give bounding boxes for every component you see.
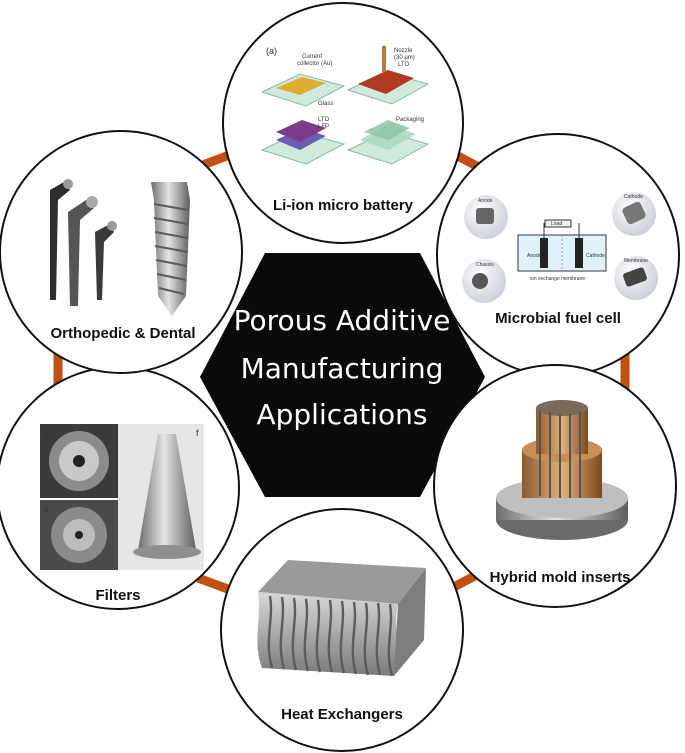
mold-label: Hybrid mold inserts (490, 569, 631, 586)
node-heat-exchangers: Heat Exchangers (220, 508, 464, 752)
mold-image (496, 400, 628, 540)
callout-nozzle-1: Nozzle (394, 48, 413, 54)
callout-current-1: Current (302, 54, 322, 60)
fc-membrane: Membrane (624, 258, 648, 264)
fc-cathode-chamber: Cathode (586, 253, 605, 259)
fc-chassis: Chassis (476, 262, 494, 268)
node-microbial-fuel-cell: Anode Cathode Chassis Membrane Load Anod… (436, 133, 680, 377)
battery-panel-tag: (a) (266, 46, 277, 56)
callout-nozzle-2: (30 µm) (394, 55, 415, 61)
center-hexagon: Porous Additive Manufacturing Applicatio… (200, 253, 485, 497)
callout-packaging: Packaging (396, 117, 424, 123)
fuel-cell-label: Microbial fuel cell (495, 310, 621, 327)
heat-exchanger-image (257, 560, 426, 677)
filter-tag-f: f (196, 428, 199, 438)
orthopedic-image (50, 179, 190, 316)
callout-current-2: collector (Au) (297, 61, 332, 67)
battery-image (260, 46, 430, 165)
filters-label: Filters (95, 587, 140, 604)
filters-image (40, 424, 204, 570)
callout-lfp: LFP (318, 124, 329, 130)
center-title-line3: Applications (256, 398, 427, 431)
fc-ion-membrane: ion exchange membrane (530, 276, 585, 282)
node-li-ion-battery: (a) Current collector (Au) Glass Nozzle … (222, 2, 464, 244)
fuel-cell-image (462, 192, 658, 303)
node-orthopedic-dental: Orthopedic & Dental (0, 130, 243, 374)
center-title-line2: Manufacturing (241, 352, 444, 385)
ortho-label: Orthopedic & Dental (50, 325, 195, 342)
callout-lto-top: LTO (398, 62, 409, 68)
battery-label: Li-ion micro battery (273, 197, 414, 214)
fc-anode: Anode (478, 198, 493, 204)
fc-load: Load (551, 221, 562, 227)
callout-lto: LTO (318, 117, 329, 123)
fc-anode-chamber: Anode (527, 253, 542, 259)
filter-tag-e: e (44, 504, 49, 514)
heat-label: Heat Exchangers (281, 706, 403, 723)
center-title-line1: Porous Additive (234, 304, 451, 337)
node-hybrid-mold-inserts: Hybrid mold inserts (433, 364, 677, 608)
node-filters: d e f Filters (0, 366, 240, 610)
callout-glass: Glass (318, 101, 333, 107)
filter-tag-d: d (44, 428, 49, 438)
fc-cathode: Cathode (624, 194, 643, 200)
